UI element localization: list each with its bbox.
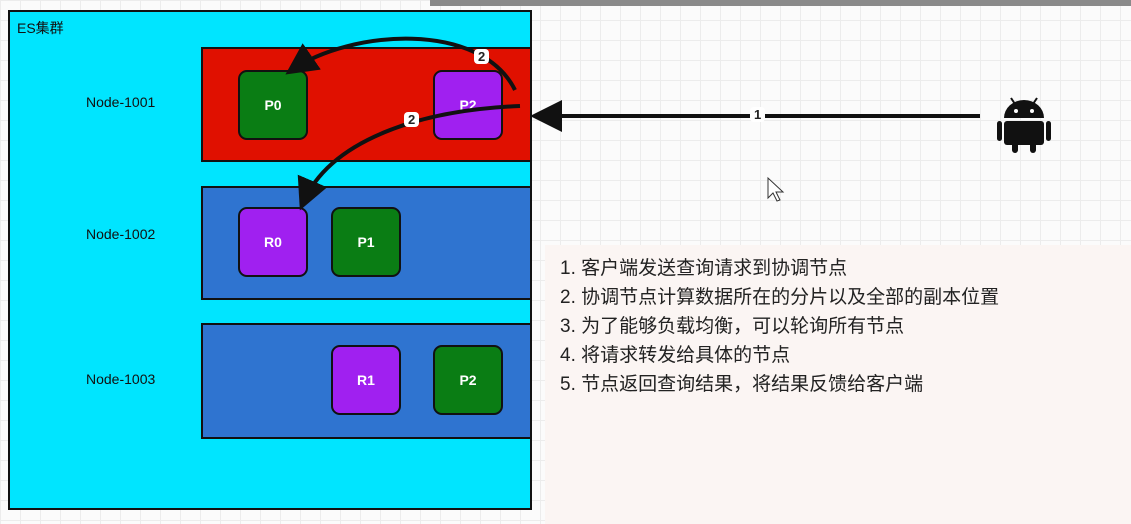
cluster-title: ES集群	[17, 20, 64, 36]
forward-arrow-p0	[285, 36, 517, 91]
shard-p1[interactable]: P1	[331, 207, 401, 277]
node-label: Node-1003	[86, 371, 156, 387]
step-2: 2. 协调节点计算数据所在的分片以及全部的副本位置	[560, 287, 1000, 308]
forward-arrow-r0	[297, 104, 521, 211]
node-label: Node-1002	[86, 226, 156, 242]
step-2-badge: 2	[474, 49, 490, 64]
step-2-badge: 2	[404, 112, 420, 127]
mouse-cursor-icon	[767, 176, 785, 202]
shard-p2-node3[interactable]: P2	[433, 345, 503, 415]
node-label: Node-1001	[86, 94, 156, 110]
shard-p0[interactable]: P0	[238, 70, 308, 140]
steps-panel: 1. 客户端发送查询请求到协调节点 2. 协调节点计算数据所在的分片以及全部的副…	[545, 245, 1131, 524]
step-5: 5. 节点返回查询结果，将结果反馈给客户端	[560, 374, 924, 395]
window-top-bar	[430, 0, 1131, 6]
shard-p2-node1[interactable]: P2	[433, 70, 503, 140]
shard-r0[interactable]: R0	[238, 207, 308, 277]
step-4: 4. 将请求转发给具体的节点	[560, 345, 791, 366]
android-icon	[997, 97, 1051, 153]
step-1-badge: 1	[750, 107, 766, 122]
shard-r1[interactable]: R1	[331, 345, 401, 415]
step-3: 3. 为了能够负载均衡，可以轮询所有节点	[560, 316, 905, 337]
step-1: 1. 客户端发送查询请求到协调节点	[560, 258, 848, 279]
